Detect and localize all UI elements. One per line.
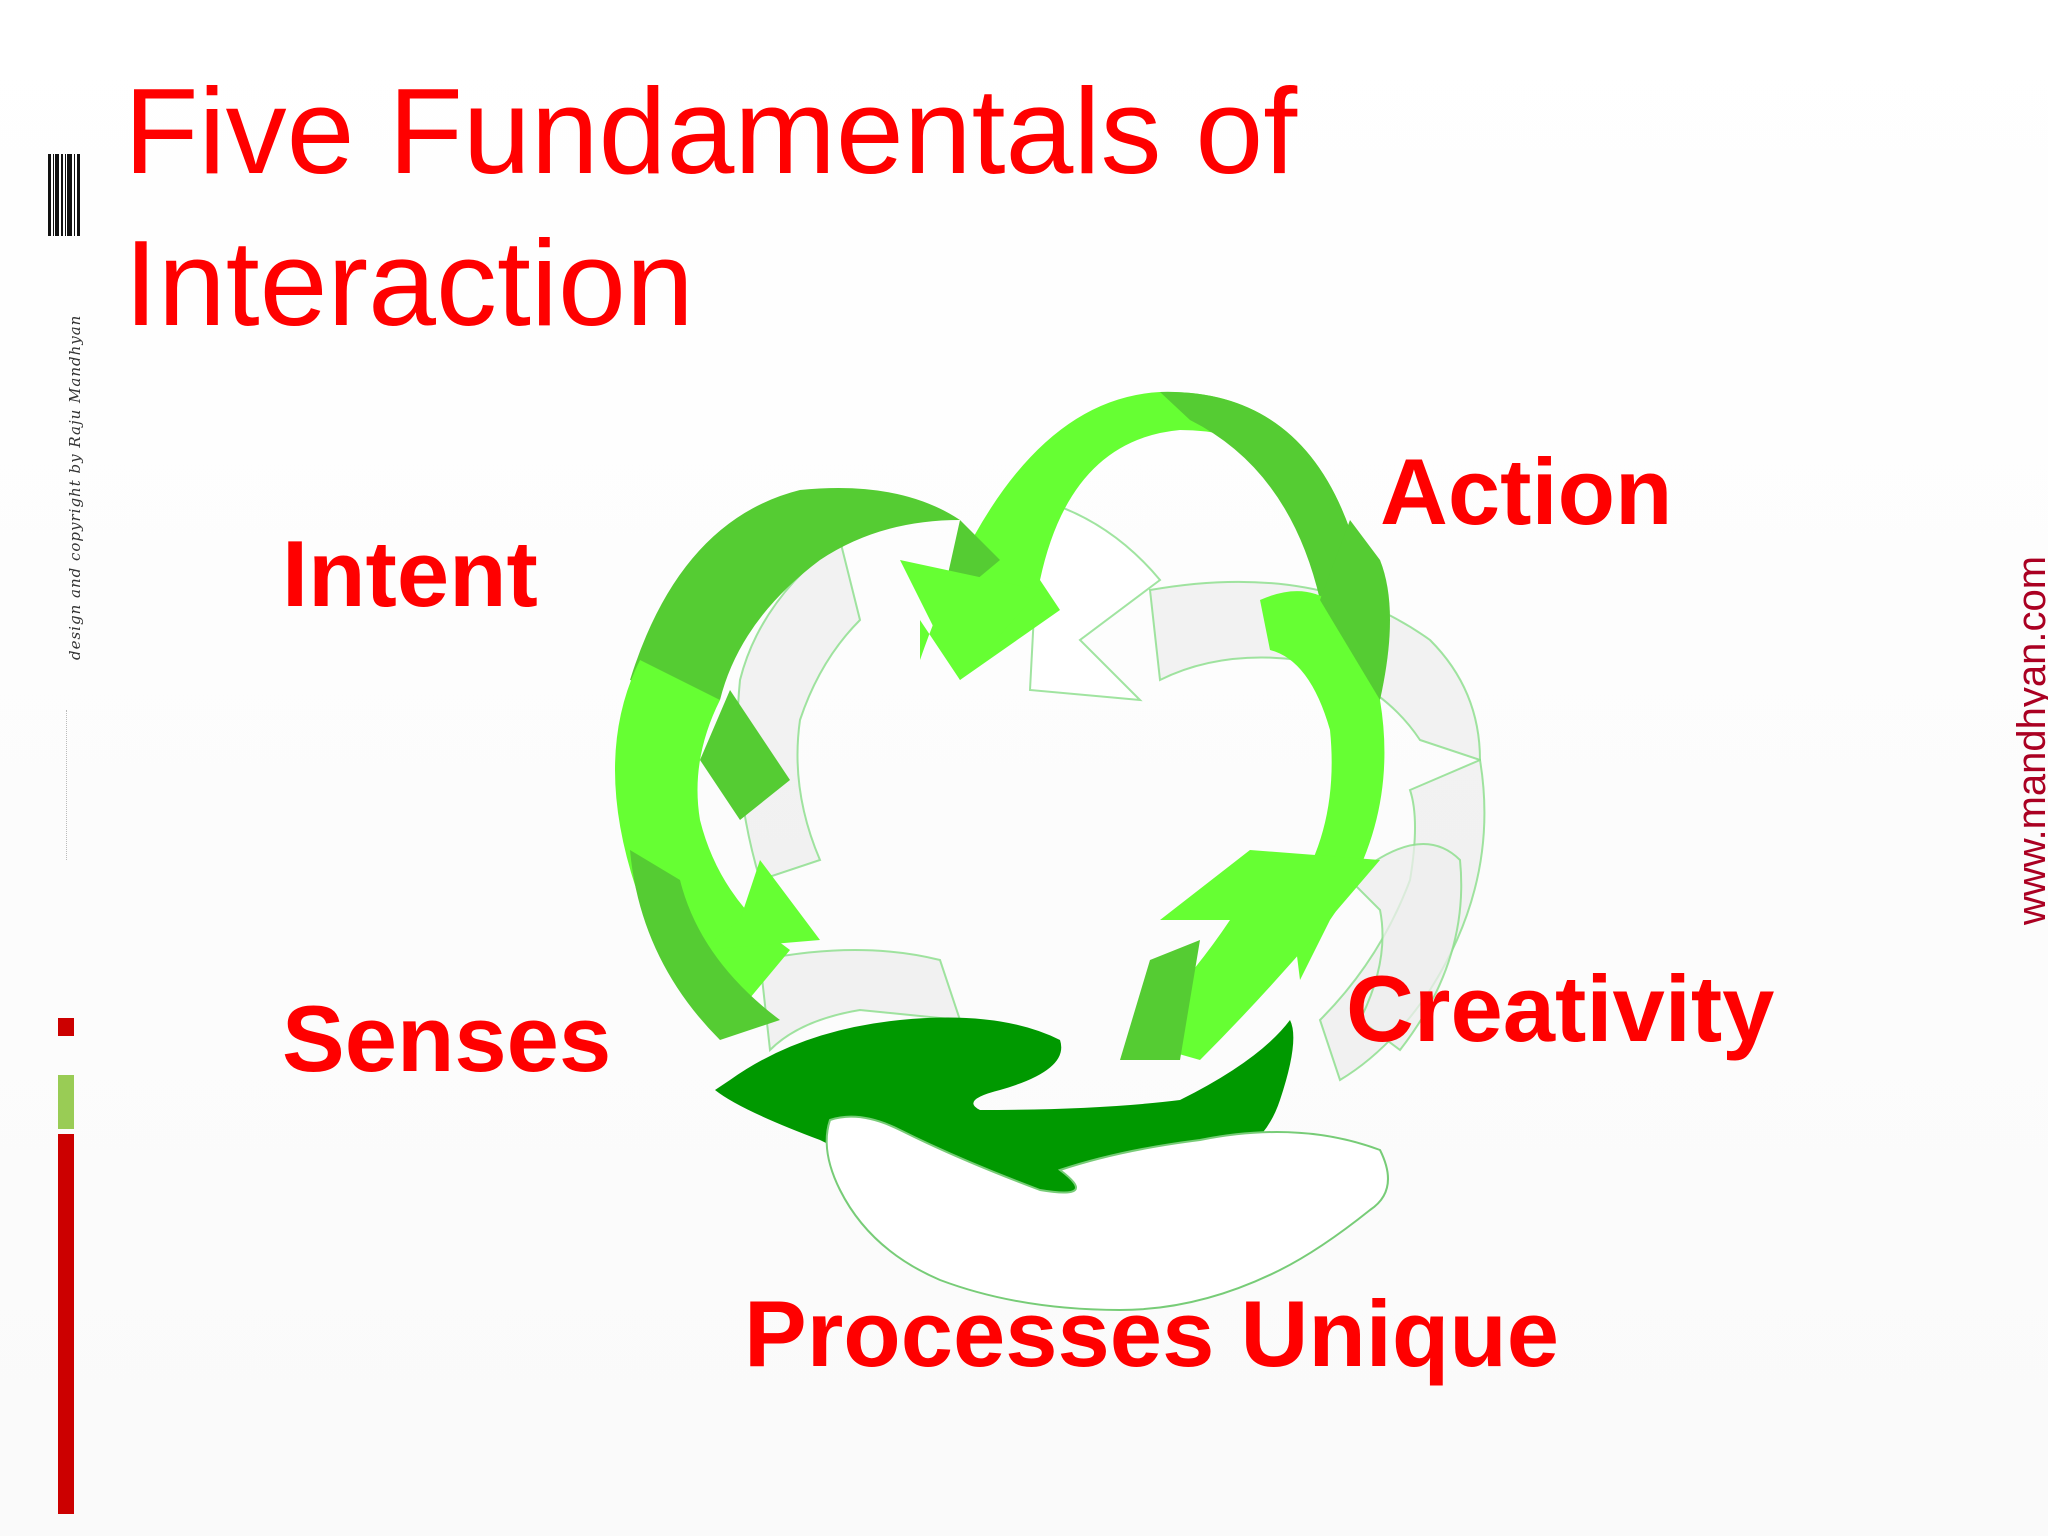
arrow-right — [1260, 591, 1385, 980]
bar-green — [58, 1075, 74, 1129]
label-action: Action — [1380, 439, 1673, 544]
label-creativity: Creativity — [1346, 956, 1775, 1061]
arrow-right-head — [1320, 520, 1390, 700]
bar-small-red — [58, 1018, 74, 1036]
label-processes-unique: Processes Unique — [744, 1281, 1560, 1386]
label-senses: Senses — [282, 986, 612, 1091]
arrow-upper-left — [630, 488, 1000, 700]
title-line-1: Five Fundamentals of — [124, 63, 1298, 199]
bar-red — [58, 1134, 74, 1514]
arrow-upper-left-head — [900, 560, 1040, 680]
arrow-left-head — [700, 860, 820, 950]
title-line-2: Interaction — [124, 215, 694, 351]
hand-outline — [825, 1115, 1389, 1312]
decorative-dotted-line — [66, 710, 67, 860]
hand-dark — [715, 1017, 1294, 1210]
arrow-lower-right — [1130, 850, 1380, 1060]
arrow-left-shade — [700, 690, 790, 820]
arrow-left-lower — [630, 850, 780, 1040]
barcode-icon — [48, 154, 81, 236]
arrow-top — [920, 391, 1380, 680]
arrow-top-shade — [1160, 391, 1350, 600]
arrow-lower-right-shade — [1120, 940, 1200, 1060]
label-intent: Intent — [282, 521, 538, 626]
slide-title: Five Fundamentals of Interaction — [124, 55, 1424, 359]
